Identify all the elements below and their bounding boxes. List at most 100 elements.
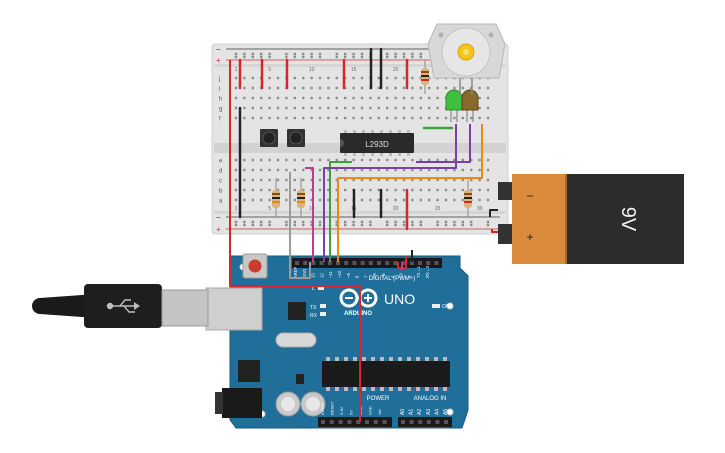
breadboard-hole	[428, 178, 431, 182]
breadboard-hole	[318, 86, 322, 90]
breadboard-hole	[360, 55, 364, 59]
breadboard-hole	[360, 220, 364, 224]
breadboard-hole	[411, 178, 414, 182]
breadboard-hole	[360, 52, 364, 56]
breadboard-hole	[352, 220, 355, 224]
breadboard-hole	[318, 223, 322, 227]
column-label: 15	[351, 67, 357, 73]
breadboard-hole	[276, 188, 280, 192]
breadboard-hole	[276, 86, 280, 90]
breadboard-hole	[377, 178, 380, 182]
breadboard-hole	[302, 116, 305, 120]
breadboard-hole	[419, 96, 422, 100]
breadboard-hole	[293, 52, 296, 56]
breadboard-hole	[318, 158, 322, 162]
breadboard-hole	[419, 188, 422, 192]
breadboard-hole	[285, 178, 288, 182]
breadboard-hole	[411, 86, 414, 90]
analog-pin-label: A5	[443, 409, 449, 415]
breadboard-hole	[260, 223, 263, 227]
reset-button[interactable]	[242, 253, 268, 279]
l293d-chip: L293D	[340, 130, 414, 156]
breadboard-hole	[402, 168, 406, 172]
breadboard-hole	[444, 223, 448, 227]
analog-pin-label: A4	[434, 409, 440, 415]
breadboard-hole	[394, 188, 397, 192]
breadboard-hole	[419, 220, 422, 224]
breadboard-hole	[293, 198, 296, 202]
digital-pin-label: ~10	[337, 270, 342, 278]
column-label: 25	[435, 206, 441, 212]
breadboard-hole	[419, 116, 422, 120]
resistor	[297, 178, 305, 218]
breadboard-hole	[377, 86, 380, 90]
breadboard-hole	[260, 52, 263, 56]
breadboard-hole	[461, 178, 464, 182]
breadboard-hole	[344, 223, 347, 227]
breadboard-hole	[402, 55, 406, 59]
header-hole	[344, 261, 349, 265]
breadboard-hole	[394, 52, 397, 56]
digital-pin-label: GND	[302, 269, 307, 278]
mcu-pin	[335, 387, 339, 391]
breadboard-hole	[327, 168, 330, 172]
breadboard-hole	[369, 96, 372, 100]
breadboard-hole	[478, 198, 481, 202]
breadboard-hole	[478, 86, 481, 90]
breadboard-hole	[470, 188, 473, 192]
resistor	[272, 178, 280, 218]
mcu-pin	[443, 387, 447, 391]
breadboard-hole	[352, 116, 355, 120]
microcontroller-pins	[326, 357, 447, 391]
breadboard-hole	[461, 168, 464, 172]
breadboard-hole	[411, 158, 414, 162]
breadboard-hole	[486, 96, 490, 100]
breadboard-hole	[234, 168, 238, 172]
breadboard-hole	[369, 116, 372, 120]
breadboard-hole	[251, 198, 254, 202]
breadboard-hole	[360, 76, 364, 80]
breadboard-hole	[310, 76, 313, 80]
breadboard-hole	[285, 116, 288, 120]
breadboard-hole	[310, 86, 313, 90]
digital-pin-label: ~5	[381, 273, 386, 278]
column-label: 20	[393, 67, 399, 73]
capacitor	[275, 391, 301, 417]
breadboard-hole	[318, 188, 322, 192]
breadboard-hole	[386, 198, 389, 202]
header-hole	[385, 261, 390, 265]
header-hole	[426, 261, 431, 265]
breadboard-hole	[293, 116, 296, 120]
push-button[interactable]	[287, 129, 305, 147]
breadboard-hole	[486, 178, 490, 182]
breadboard-hole	[486, 86, 490, 90]
breadboard-hole	[243, 198, 246, 202]
breadboard-hole	[470, 86, 473, 90]
breadboard-hole	[260, 116, 263, 120]
breadboard-hole	[251, 158, 254, 162]
breadboard-hole	[335, 223, 338, 227]
breadboard-hole	[386, 178, 389, 182]
breadboard-hole	[344, 178, 347, 182]
breadboard-hole	[402, 106, 406, 110]
header-hole	[444, 420, 448, 424]
breadboard-hole	[453, 168, 456, 172]
breadboard-hole	[461, 188, 464, 192]
breadboard-hole	[234, 158, 238, 162]
header-hole	[373, 420, 378, 424]
push-button[interactable]	[260, 129, 278, 147]
breadboard-hole	[360, 178, 364, 182]
breadboard-hole	[411, 52, 414, 56]
breadboard-hole	[310, 116, 313, 120]
breadboard-hole	[285, 96, 288, 100]
breadboard-hole	[293, 168, 296, 172]
breadboard-hole	[268, 86, 271, 90]
breadboard-hole	[302, 86, 305, 90]
header-hole	[329, 420, 334, 424]
breadboard-hole	[419, 158, 422, 162]
breadboard-hole	[411, 96, 414, 100]
breadboard-hole	[344, 198, 347, 202]
breadboard-hole	[394, 158, 397, 162]
mcu-pin	[371, 357, 375, 361]
breadboard-hole	[352, 55, 355, 59]
